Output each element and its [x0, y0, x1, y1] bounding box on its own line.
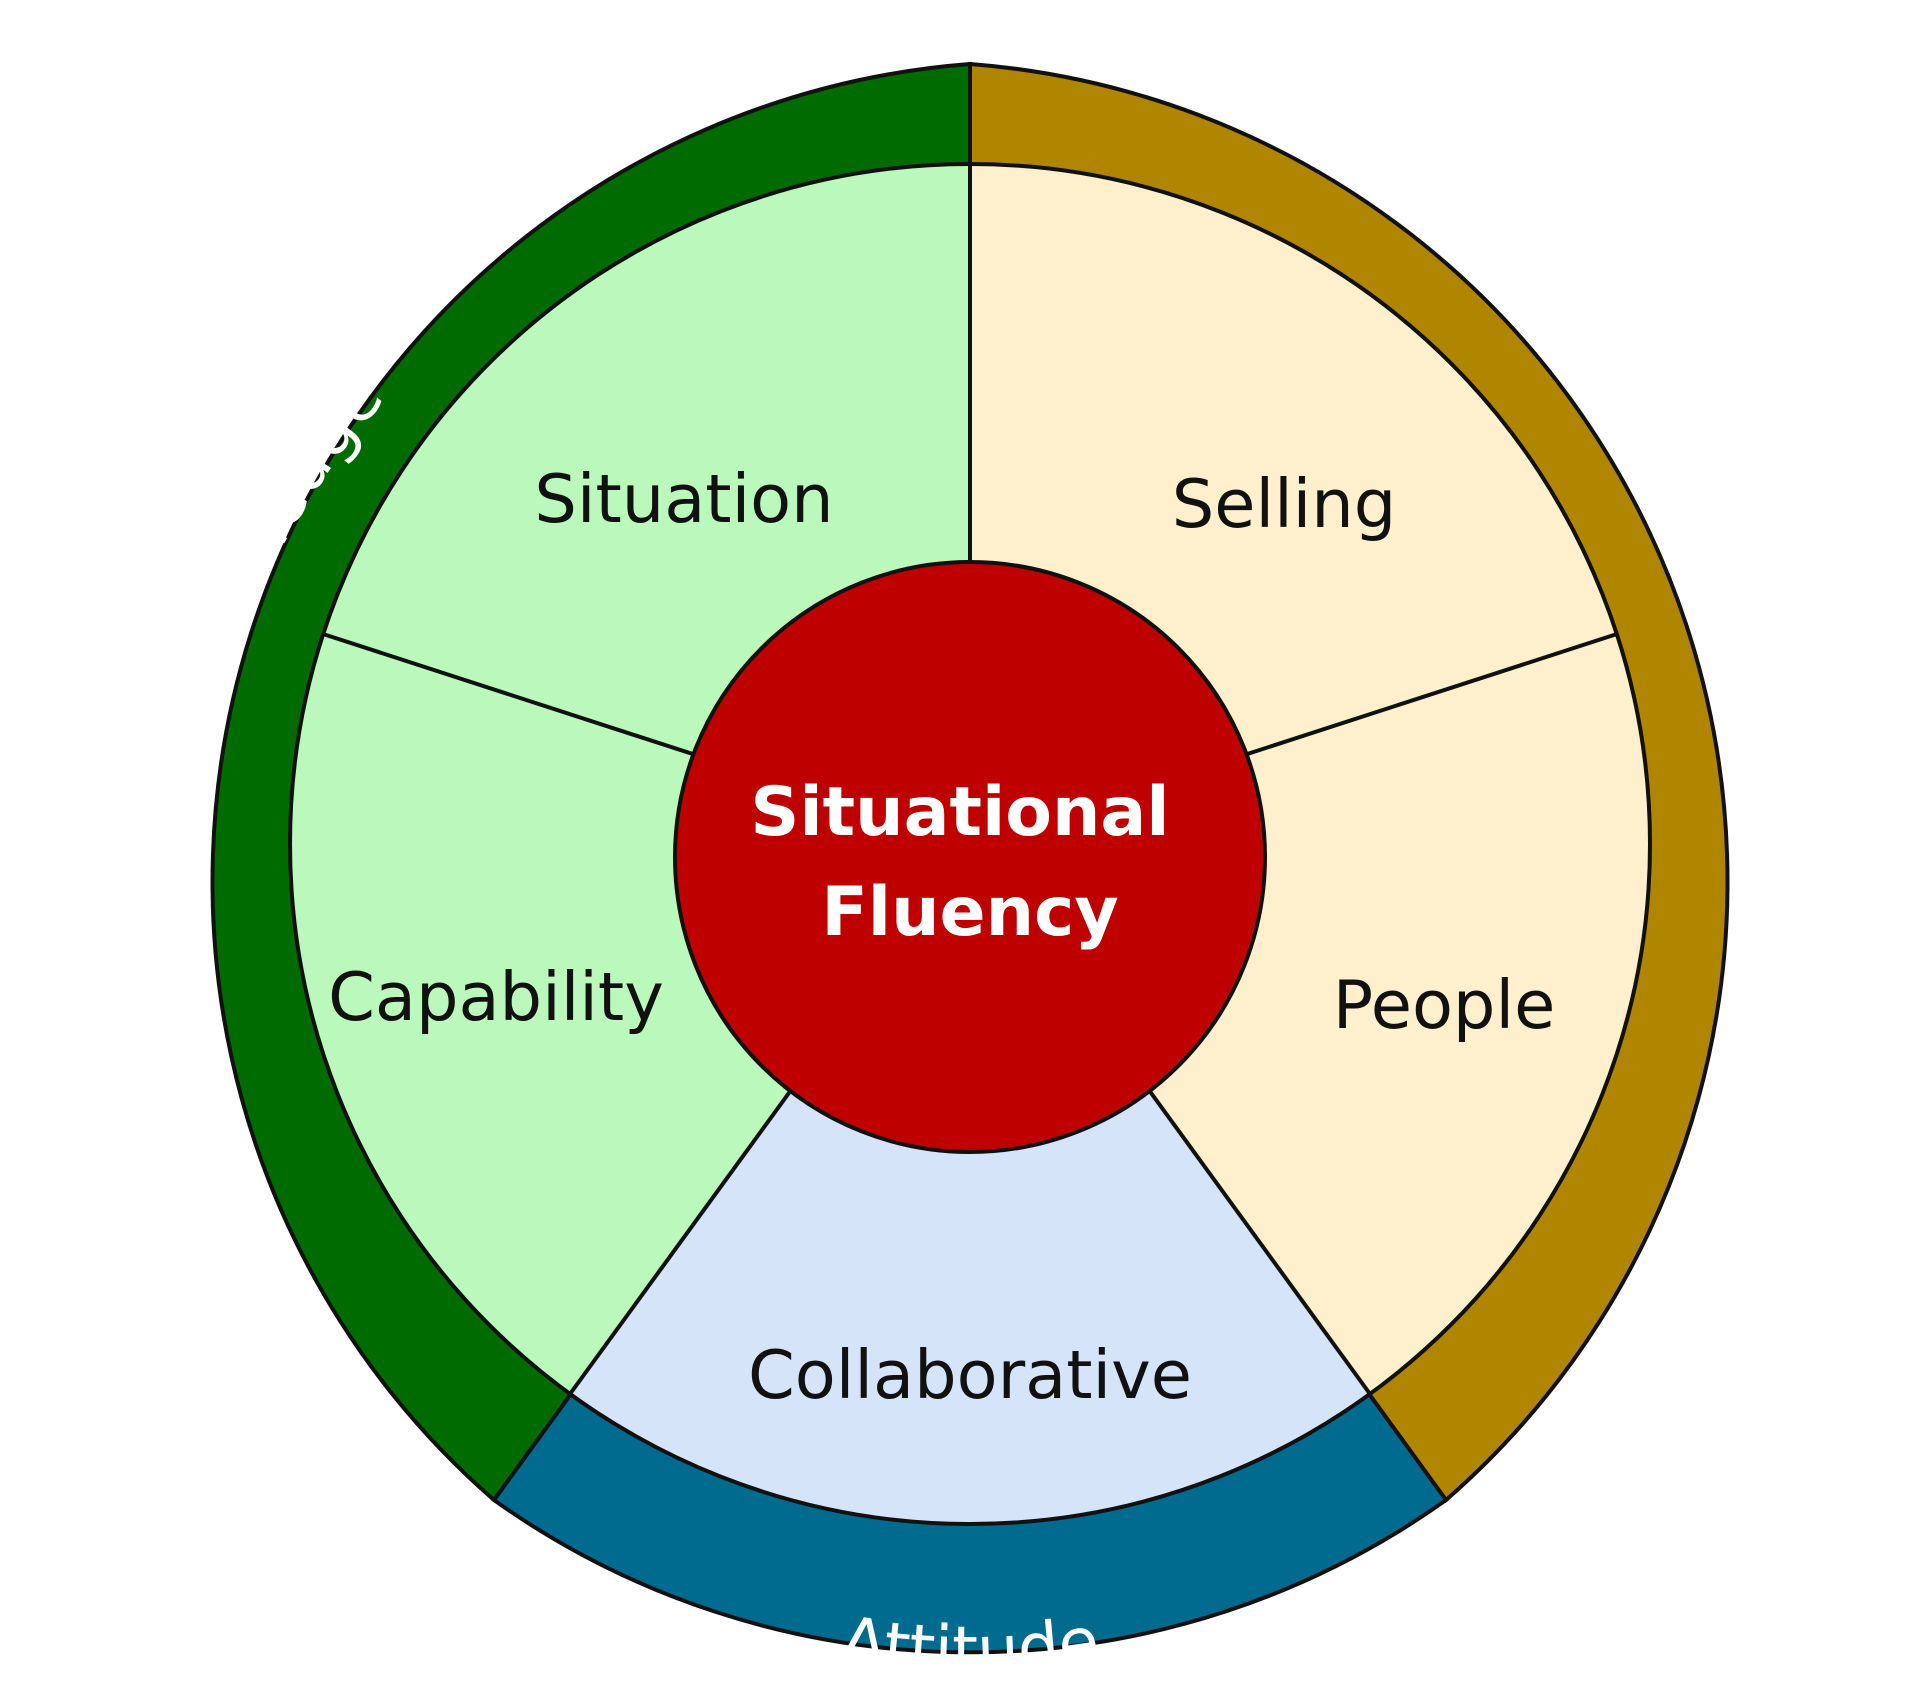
- label-capability: Capability: [328, 958, 664, 1036]
- center-title-line1: Situational: [750, 773, 1169, 852]
- center-title-line2: Fluency: [821, 873, 1118, 952]
- segment-collaborative: [570, 844, 1370, 1525]
- label-situation: Situation: [534, 460, 833, 538]
- center-hub: [673, 560, 1267, 1154]
- label-collaborative: Collaborative: [748, 1336, 1192, 1414]
- label-people: People: [1333, 966, 1556, 1044]
- ring-label-attitude: Attitude: [836, 1602, 1104, 1689]
- label-selling: Selling: [1172, 465, 1397, 543]
